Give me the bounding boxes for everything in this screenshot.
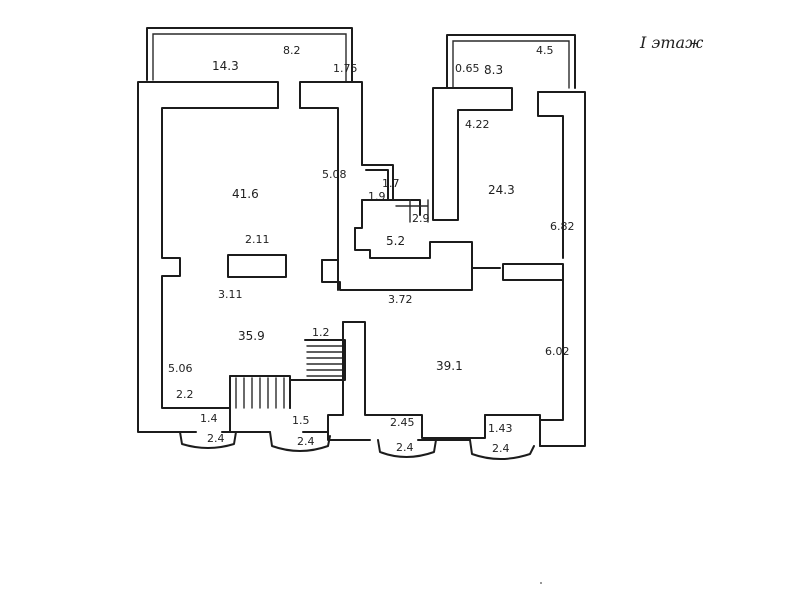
dim-window-2-width: 1.5 [292,414,310,427]
dim-window-1-width: 1.4 [200,412,218,425]
bay-window-1 [179,431,237,449]
dim-closet-c: 2.9 [412,212,430,225]
central-closets [354,164,473,269]
staircase [229,339,346,433]
floor-title: I этаж [639,33,704,52]
bay-window-3 [377,439,437,458]
dim-corridor: 3.72 [388,293,413,306]
room-area-right-top: 24.3 [488,183,515,197]
dim-stair: 1.2 [312,326,330,339]
terrace-right [446,34,576,89]
dim-left-corner: 2.2 [176,388,194,401]
dim-window-2-bay: 2.4 [297,435,315,448]
dim-terr-left-side: 1.75 [333,62,358,75]
room-area-left-bottom: 35.9 [238,329,265,343]
room-area-left-top: 41.6 [232,187,259,201]
lower-partition [327,321,541,447]
room-area-terrace-right: 8.3 [484,63,503,77]
dim-closet-b: 1.9 [368,190,386,203]
dim-window-3-width: 2.45 [390,416,415,429]
dim-left-upper-wall: 5.08 [322,168,347,181]
stray-dot [540,582,542,584]
room-area-right-bottom: 39.1 [436,359,463,373]
right-block-walls [432,87,586,447]
dim-right-upper-side: 6.82 [550,220,575,233]
terrace-left [146,27,353,83]
dim-terr-left-top: 8.2 [283,44,301,57]
bay-window-2 [269,431,331,452]
dim-window-4-bay: 2.4 [492,442,510,455]
dim-right-room-wall: 4.22 [465,118,490,131]
room-area-terrace-left: 14.3 [212,59,239,73]
dim-window-1-bay: 2.4 [207,432,225,445]
room-area-middle: 5.2 [386,234,405,248]
dim-window-3-bay: 2.4 [396,441,414,454]
dim-center-width: 2.11 [245,233,270,246]
dim-left-lower-side: 5.06 [168,362,193,375]
dim-terr-right-side: 0.65 [455,62,480,75]
bottom-wall [179,431,471,441]
bay-window-4 [469,439,535,460]
dim-left-mid: 3.11 [218,288,243,301]
dim-right-lower-side: 6.02 [545,345,570,358]
dim-closet-a: 1.7 [382,177,400,190]
dim-window-4-width: 1.43 [488,422,513,435]
dim-terr-right-top: 4.5 [536,44,554,57]
